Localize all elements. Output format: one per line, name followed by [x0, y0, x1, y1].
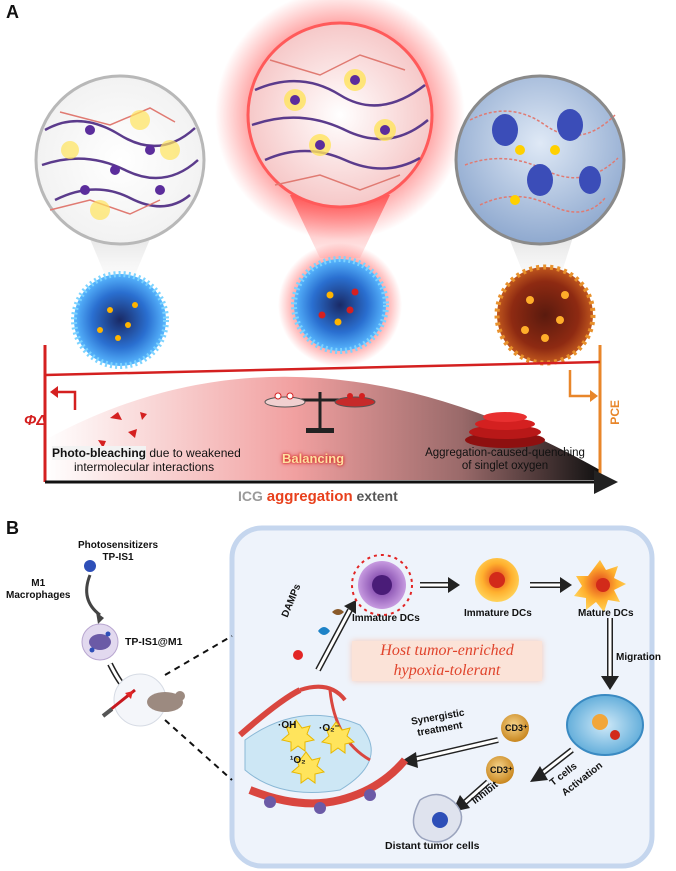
nanoparticle-left [71, 271, 169, 369]
mature-dcs-label: Mature DCs [578, 608, 634, 619]
left-indicator-arrow [58, 390, 77, 410]
migration-arrow [601, 618, 619, 690]
dc-arrow-2 [530, 577, 572, 593]
top-reference-line [44, 360, 601, 377]
photo-bleaching-line2: intermolecular interactions [74, 460, 215, 474]
immature-dc-2-icon [475, 558, 519, 602]
immature-dc-1-icon [351, 554, 413, 616]
x-axis-title: ICG aggregation extent [238, 488, 398, 505]
cd3-cell-a [501, 714, 529, 742]
zoom-dash-top [164, 635, 233, 676]
singlet-oxygen-label: ¹O₂ [290, 755, 306, 766]
aggregation-graph [43, 345, 618, 494]
panel-a-letter: A [6, 2, 19, 22]
zoom-circle-middle [215, 0, 465, 240]
dc-arrow-1 [420, 577, 460, 593]
damps-arrow [316, 609, 352, 671]
zoom-dash-bottom [164, 719, 233, 781]
cd3-label-b: CD3⁺ [490, 765, 513, 775]
immature-dcs-2-label: Immature DCs [464, 608, 532, 619]
panel-b [81, 525, 655, 869]
nanoparticle-middle [278, 243, 402, 367]
synergistic-arrow [400, 737, 499, 768]
photo-bleaching-rest: due to weakened [149, 446, 241, 460]
host-line1: Host tumor-enriched [380, 642, 514, 659]
loading-arrow [85, 574, 101, 617]
cd3-cell-b [486, 756, 514, 784]
cd3-label-a: CD3⁺ [505, 723, 528, 733]
lymph-node-icon [566, 694, 644, 756]
mature-dc-icon [574, 560, 626, 612]
zoom-circle-left [34, 74, 206, 246]
m1-line2: Macrophages [6, 590, 71, 601]
panel-b-letter: B [6, 518, 19, 538]
right-indicator-arrow [568, 370, 590, 398]
superoxide-label: ·O₂⁻ [319, 723, 340, 734]
host-line2: hypoxia-tolerant [393, 662, 501, 679]
x-axis-word-icg: ICG [238, 488, 263, 504]
photo-bleaching-fragments [98, 412, 147, 448]
photosensitizer-icon [84, 560, 96, 572]
x-axis-word-extent: extent [356, 488, 398, 504]
photosensitizers-line1: Photosensitizers [78, 540, 159, 551]
m1-line1: M1 [31, 578, 46, 589]
zoom-circle-right [454, 74, 626, 246]
oh-radical-label: ·OH [278, 720, 297, 731]
m1-macrophages-label: M1 Macrophages [6, 578, 70, 602]
immature-dcs-1-label: Immature DCs [352, 613, 420, 624]
t-cell-activation-arrow [530, 747, 574, 782]
migration-label: Migration [616, 652, 661, 663]
photo-bleaching-caption: Photo-bleaching due to weakened intermol… [52, 446, 241, 474]
tp-is1-m1-cell-icon [81, 623, 119, 661]
right-axis-label: PCE [608, 400, 622, 425]
photosensitizers-line2: TP-IS1 [102, 552, 134, 563]
panel-a [34, 0, 626, 494]
photosensitizers-label: Photosensitizers TP-IS1 [78, 540, 158, 564]
balancing-label: Balancing [282, 451, 345, 466]
balance-scale-icon [264, 392, 376, 433]
nanoparticle-right [494, 264, 596, 366]
tp-is1-m1-label: TP-IS1@M1 [125, 636, 183, 648]
photo-bleaching-bold: Photo-bleaching [52, 446, 146, 460]
mouse-injection-icon [101, 673, 185, 727]
acq-caption: Aggregation-caused-quenching of singlet … [410, 447, 600, 473]
damps-icons [293, 609, 344, 660]
acq-line2: of singlet oxygen [461, 460, 549, 472]
acq-line1: Aggregation-caused-quenching [425, 447, 585, 459]
aggregate-stack-icon [465, 412, 545, 448]
distant-tumor-cell-icon [412, 793, 463, 843]
tumor-vessels-illustration [238, 684, 409, 814]
host-tumor-label: Host tumor-enriched hypoxia-tolerant [352, 641, 542, 681]
distant-tumor-label: Distant tumor cells [385, 840, 480, 852]
x-axis-word-aggregation: aggregation [266, 488, 353, 505]
left-axis-label: ΦΔ [24, 412, 47, 429]
